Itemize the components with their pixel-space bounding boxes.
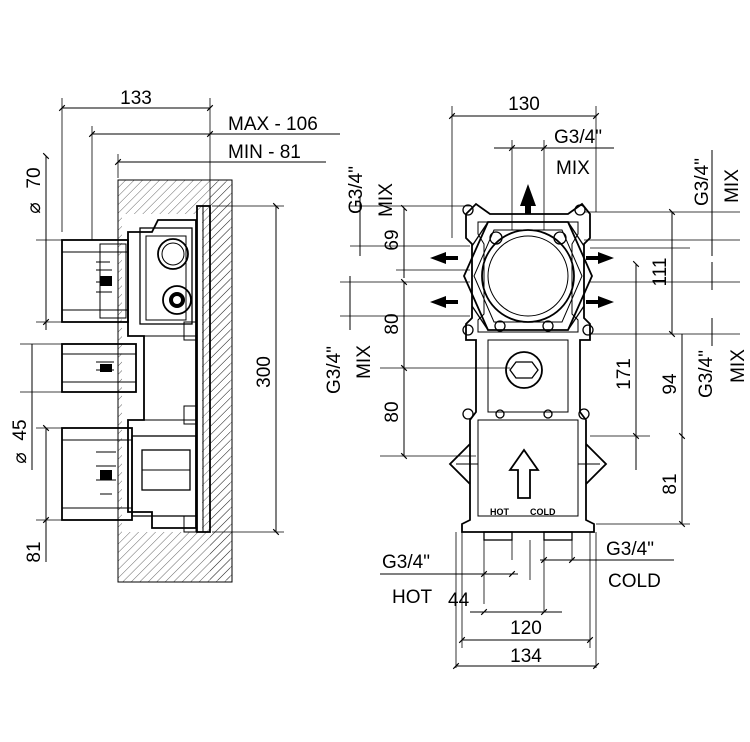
arrow-left-lower-icon	[430, 296, 458, 308]
dim-111-label: 111	[650, 258, 671, 287]
dim-dia70-label: 70	[24, 167, 45, 188]
mix-left-lower-label: MIX	[354, 345, 375, 379]
thread-left-lower-label: G3/4"	[324, 346, 345, 394]
valve-body	[127, 219, 197, 533]
dim-min-label: MIN - 81	[228, 142, 301, 163]
hot-inner-label: HOT	[490, 507, 510, 517]
side-lugs	[448, 443, 608, 485]
arrow-right-upper-icon	[586, 252, 614, 264]
arrow-left-upper-icon	[430, 252, 458, 264]
wall-section	[117, 179, 233, 583]
flow-arrows	[430, 184, 614, 499]
dim-300-label: 300	[254, 356, 275, 388]
dim-130-label: 130	[508, 94, 540, 115]
hot-cold-up-arrow-icon	[508, 448, 540, 499]
dim-80-lower-label: 80	[382, 401, 403, 422]
hot-label: HOT	[392, 587, 433, 608]
corner-screws	[462, 204, 594, 420]
dim-81-side-label: 81	[24, 541, 45, 562]
arrow-right-lower-icon	[586, 296, 614, 308]
side-view: 133 MAX - 106 MIN - 81 300 ⌀ 70	[10, 88, 340, 583]
thread-cold-label: G3/4"	[606, 539, 654, 560]
mix-right-upper-label: MIX	[722, 169, 743, 203]
dim-133-label: 133	[120, 88, 152, 109]
dim-69-label: 69	[382, 229, 403, 250]
diameter-symbol-45: ⌀	[10, 452, 31, 463]
hex-nut	[505, 351, 543, 389]
diameter-symbol-70: ⌀	[24, 202, 45, 213]
hex-bracket	[463, 221, 593, 331]
dim-44-label: 44	[448, 590, 470, 611]
mix-right-lower-label: MIX	[728, 349, 749, 383]
dim-max-label: MAX - 106	[228, 114, 318, 135]
thread-right-lower-label: G3/4"	[696, 350, 717, 398]
dim-81-front-label: 81	[660, 473, 681, 494]
dim-94-label: 94	[660, 373, 681, 395]
front-dimensions: 130 G3/4" MIX G3/4" MIX 69 80	[324, 94, 749, 670]
middle-cartridge	[61, 343, 137, 393]
dim-120-label: 120	[510, 618, 542, 639]
mounting-plate	[196, 205, 211, 533]
mixer-circle	[481, 229, 575, 323]
lower-cartridge	[61, 427, 133, 521]
side-dimensions: 133 MAX - 106 MIN - 81 300 ⌀ 70	[10, 88, 340, 563]
arrow-up-icon	[520, 184, 536, 214]
thread-hot-label: G3/4"	[382, 552, 430, 573]
upper-cartridge	[61, 239, 129, 323]
dim-80-upper-label: 80	[382, 313, 403, 334]
dim-171-label: 171	[614, 358, 635, 390]
mix-left-upper-label: MIX	[376, 183, 397, 217]
cold-label: COLD	[608, 571, 661, 592]
thread-right-upper-label: G3/4"	[692, 158, 713, 206]
dim-134-label: 134	[510, 646, 542, 667]
cold-inner-label: COLD	[530, 507, 556, 517]
mix-top-label: MIX	[556, 158, 590, 179]
dim-dia45-label: 45	[10, 419, 31, 440]
thread-top-label: G3/4"	[554, 127, 602, 148]
thread-left-upper-label: G3/4"	[346, 166, 367, 214]
front-view: HOT COLD 130 G3/4" MIX G3/4"	[324, 94, 749, 670]
bottom-connections	[483, 531, 573, 541]
